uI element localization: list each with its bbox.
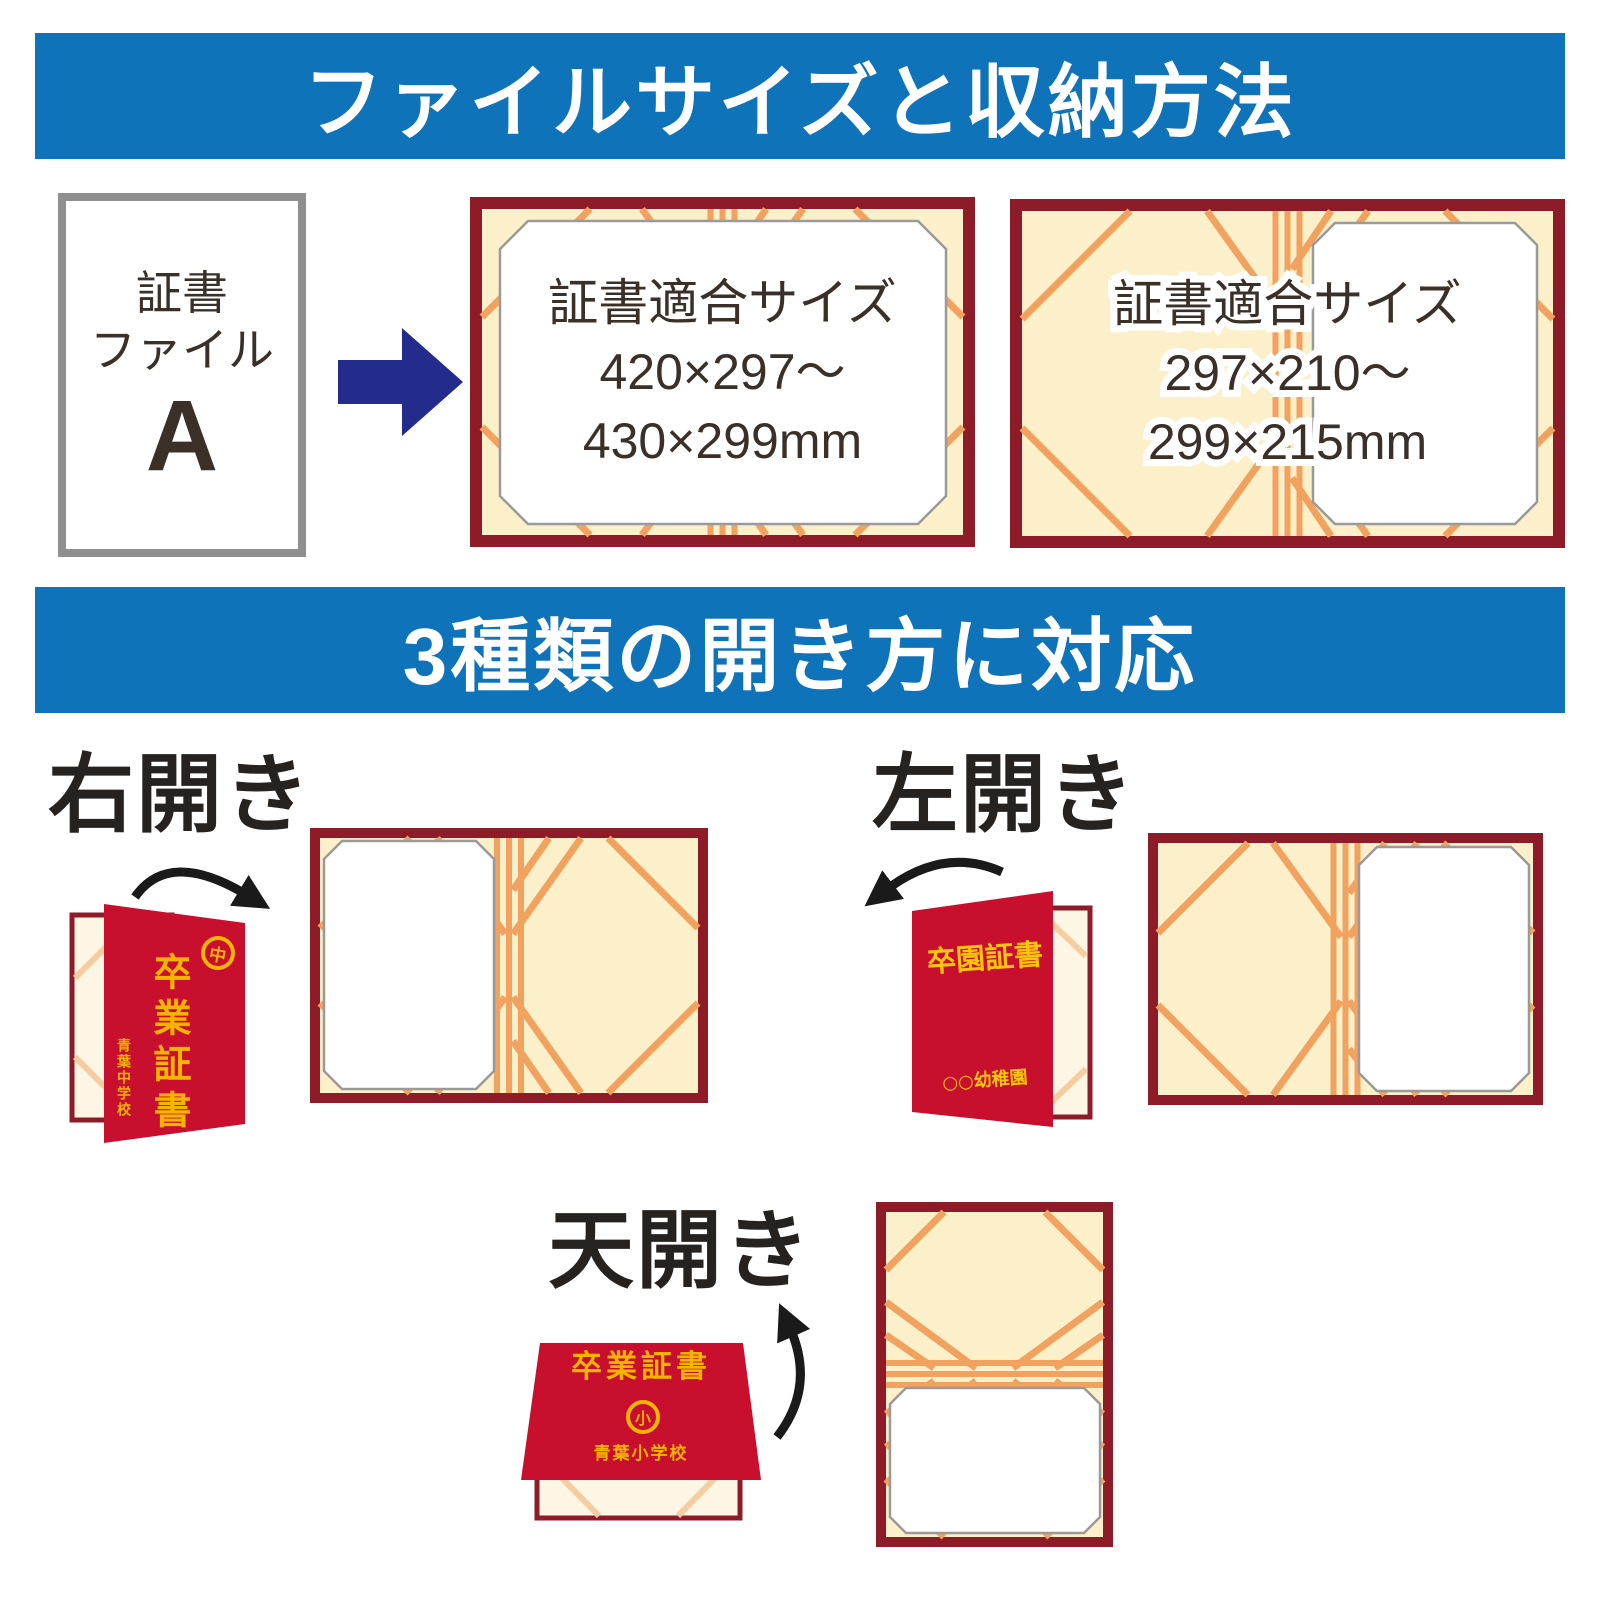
a3-size-caption: 証書適合サイズ 420×297〜 430×299mm — [470, 197, 975, 547]
a3-size-line1: 証書適合サイズ — [548, 274, 897, 331]
a4-size-line3: 299×215mm — [1141, 407, 1434, 477]
a4-size-line1: 証書適合サイズ — [1106, 269, 1468, 339]
a3-open-file-illustration — [470, 197, 975, 547]
left-open-label: 左開き — [872, 747, 1136, 843]
a3-size-line3: 430×299mm — [582, 412, 863, 469]
top-open-file-illustration — [876, 1202, 1113, 1547]
top-open-school-name: 青葉小学校 — [593, 1444, 689, 1464]
right-open-label: 右開き — [48, 747, 312, 843]
top-open-emblem-icon: 小 — [626, 1400, 660, 1434]
top-open-cover-title: 卒業証書 — [571, 1349, 711, 1385]
top-open-label: 天開き — [548, 1203, 812, 1299]
top-open-cover-illustration — [521, 1303, 811, 1521]
right-arrow-icon — [338, 328, 463, 436]
left-open-arrow-icon — [864, 857, 1004, 907]
right-open-file-illustration — [310, 828, 708, 1103]
a3-size-line2: 420×297〜 — [599, 343, 846, 400]
a4-size-line2: 297×210〜 — [1157, 338, 1417, 408]
left-open-file-illustration — [1148, 833, 1543, 1105]
file-letter: A — [145, 379, 219, 492]
a4-size-caption: 証書適合サイズ 297×210〜 299×215mm — [1010, 199, 1565, 548]
certificate-file-a-box: 証書 ファイル A — [58, 193, 306, 557]
right-open-arrow-icon — [131, 867, 271, 909]
banner-opening-types-text: 3種類の開き方に対応 — [402, 612, 1198, 701]
file-name-line1: 証書 — [136, 266, 228, 319]
banner-file-size-text: ファイルサイズと収納方法 — [303, 58, 1297, 147]
right-open-cover-title: 卒業証書 — [147, 952, 192, 1136]
right-open-cover-illustration — [69, 867, 271, 1143]
a4-open-file-illustration — [1010, 199, 1565, 548]
top-open-arrow-icon — [773, 1303, 811, 1440]
banner-file-size: ファイルサイズと収納方法 — [35, 33, 1565, 159]
banner-opening-types: 3種類の開き方に対応 — [35, 587, 1565, 713]
right-open-school-name: 青葉中学校 — [115, 1038, 131, 1118]
file-name-line2: ファイル — [90, 324, 274, 376]
left-open-cover-illustration — [864, 857, 1093, 1127]
